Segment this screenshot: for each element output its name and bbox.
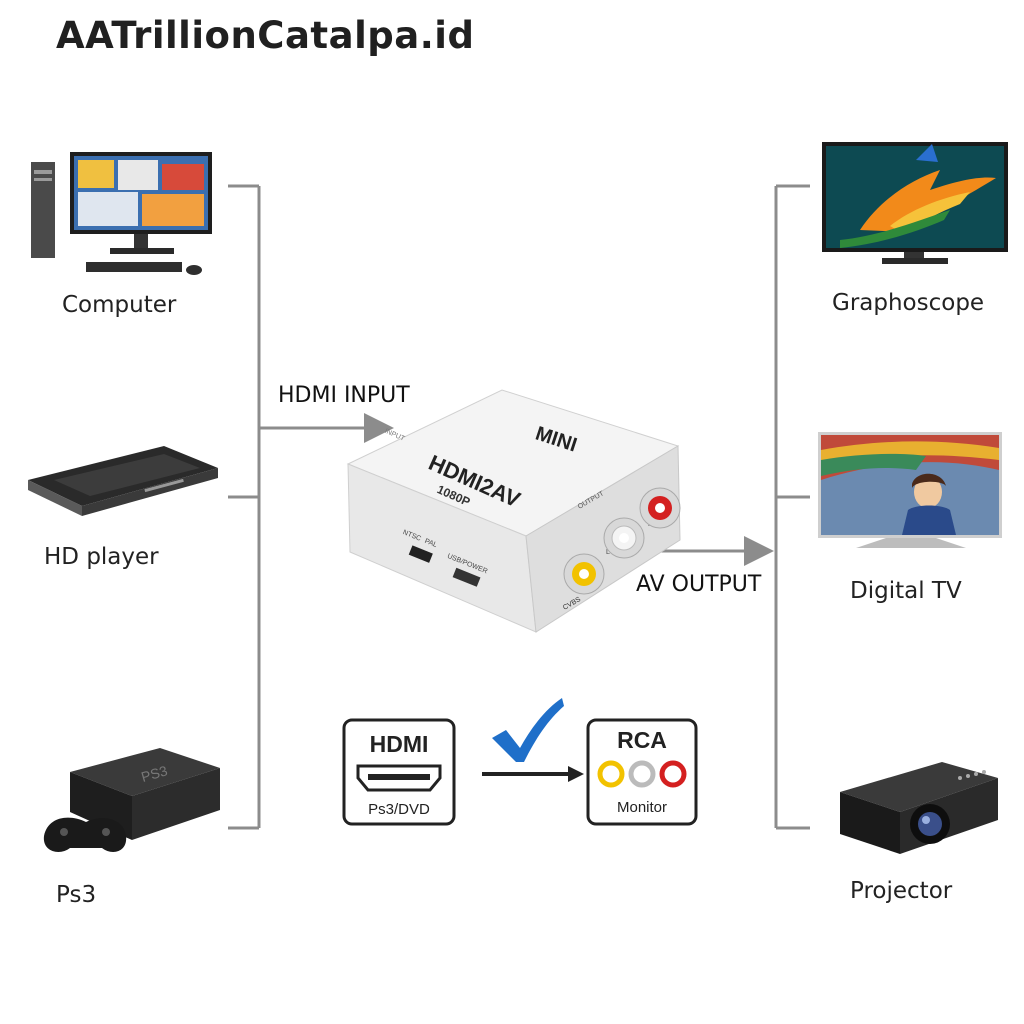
computer-icon [26,150,216,280]
device-label-ps3: Ps3 [56,882,96,908]
rca-white-jack-icon [631,763,653,785]
check-arrow-group [480,696,590,796]
ps3-console-icon: PS3 [40,744,222,864]
hdmi-source-box: HDMI Ps3/DVD [340,716,460,830]
hdmi-box-title: HDMI [370,731,429,757]
device-label-hd-player: HD player [44,544,159,570]
hdmi-box-sub: Ps3/DVD [368,801,430,818]
digital-tv-icon [816,430,1006,556]
device-label-projector: Projector [850,878,952,904]
projector-icon [832,752,1002,860]
converter-input-text: INPUT [384,428,407,443]
rca-box-title: RCA [617,727,667,753]
hdmi2av-converter-image: MINI HDMI2AV 1080P INPUT OUTPUT NTSC PAL… [338,386,684,648]
rca-red-jack-icon [662,763,684,785]
flat-tv-icon [820,140,1010,268]
check-icon [492,698,564,762]
device-label-graphoscope: Graphoscope [832,290,984,316]
rca-box-sub: Monitor [617,799,667,816]
device-label-digital-tv: Digital TV [850,578,962,604]
rca-yellow-jack-icon [600,763,622,785]
device-label-computer: Computer [62,292,176,318]
arrow-right-icon [568,766,584,782]
rca-monitor-box: RCA Monitor [584,716,700,830]
hd-player-icon [24,440,220,520]
